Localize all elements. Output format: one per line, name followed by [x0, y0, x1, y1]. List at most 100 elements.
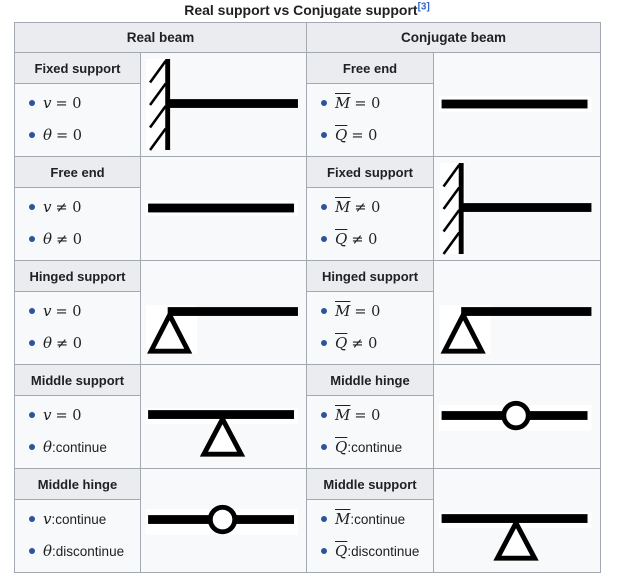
property-item: v= 0 — [29, 404, 140, 427]
property-item: v:continue — [29, 508, 140, 531]
math-relation: = 0 — [55, 408, 82, 424]
math-relation: ≠ 0 — [354, 200, 381, 216]
math-symbol: M — [335, 510, 351, 528]
middle-hinge-image[interactable] — [434, 369, 600, 464]
property-item: θ≠ 0 — [29, 332, 140, 355]
math-symbol: Q — [335, 230, 348, 248]
table-caption: Real support vs Conjugate support[3] — [14, 0, 600, 22]
property-text: :continue — [350, 512, 406, 527]
support-label: Hinged support — [14, 260, 141, 292]
property-item: Q≠ 0 — [321, 228, 433, 251]
support-properties: v:continue θ:discontinue — [14, 499, 141, 573]
math-symbol: M — [335, 406, 351, 424]
math-symbol: θ — [43, 334, 53, 352]
property-item: θ≠ 0 — [29, 228, 140, 251]
column-header-conjugate-beam: Conjugate beam — [306, 22, 602, 53]
property-item: M≠ 0 — [321, 196, 433, 219]
math-symbol: v — [43, 94, 52, 112]
math-symbol: M — [335, 94, 351, 112]
support-label: Free end — [14, 156, 141, 188]
property-item: v= 0 — [29, 92, 140, 115]
math-symbol: θ — [43, 230, 53, 248]
property-item: v= 0 — [29, 300, 140, 323]
support-comparison-table: Real beam Conjugate beam Fixed support F… — [13, 22, 602, 573]
property-item: M= 0 — [321, 300, 433, 323]
support-properties: M= 0 Q≠ 0 — [306, 291, 435, 365]
fixed-support-image[interactable] — [141, 57, 306, 152]
math-symbol: v — [43, 406, 52, 424]
free-end-beam-image[interactable] — [141, 161, 306, 256]
conjugate-diagram-cell — [433, 156, 602, 261]
math-relation: ≠ 0 — [351, 336, 378, 352]
support-label: Fixed support — [306, 156, 435, 188]
real-diagram-cell — [139, 468, 308, 573]
math-relation: = 0 — [55, 96, 82, 112]
math-relation: ≠ 0 — [56, 232, 83, 248]
support-properties: M:continue Q:discontinue — [306, 499, 435, 573]
property-item: M= 0 — [321, 92, 433, 115]
property-item: θ= 0 — [29, 124, 140, 147]
property-item: M= 0 — [321, 404, 433, 427]
hinged-support-image[interactable] — [434, 265, 600, 360]
math-relation: ≠ 0 — [351, 232, 378, 248]
math-relation: = 0 — [55, 304, 82, 320]
property-item: θ:continue — [29, 436, 140, 459]
middle-hinge-image[interactable] — [141, 473, 306, 568]
math-relation: = 0 — [56, 128, 83, 144]
support-properties: M= 0 Q:continue — [306, 395, 435, 469]
support-label: Hinged support — [306, 260, 435, 292]
math-relation: ≠ 0 — [55, 200, 82, 216]
property-item: v≠ 0 — [29, 196, 140, 219]
property-item: Q:discontinue — [321, 540, 433, 563]
reference-link[interactable]: [3] — [417, 1, 430, 13]
property-text: :continue — [52, 440, 107, 455]
property-item: Q= 0 — [321, 124, 433, 147]
math-relation: = 0 — [354, 304, 381, 320]
math-symbol: Q — [335, 334, 348, 352]
math-symbol: Q — [335, 126, 348, 144]
column-header-real-beam: Real beam — [13, 22, 308, 53]
support-properties: v= 0 θ≠ 0 — [14, 291, 141, 365]
math-symbol: θ — [43, 438, 53, 456]
property-text: :continue — [51, 512, 107, 527]
support-properties: v≠ 0 θ≠ 0 — [14, 187, 141, 261]
support-properties: v= 0 θ:continue — [14, 395, 141, 469]
math-symbol: M — [335, 198, 351, 216]
property-item: M:continue — [321, 508, 433, 531]
math-symbol: Q — [335, 542, 348, 560]
conjugate-diagram-cell — [433, 364, 602, 469]
property-text: :continue — [347, 440, 403, 455]
support-properties: v= 0 θ= 0 — [14, 83, 141, 157]
math-symbol: v — [43, 510, 52, 528]
table-caption-text: Real support vs Conjugate support — [184, 2, 418, 18]
real-diagram-cell — [139, 364, 308, 469]
math-relation: ≠ 0 — [56, 336, 83, 352]
fixed-support-image[interactable] — [434, 161, 600, 256]
conjugate-diagram-cell — [433, 468, 602, 573]
math-relation: = 0 — [351, 128, 378, 144]
math-relation: = 0 — [354, 96, 381, 112]
property-item: θ:discontinue — [29, 540, 140, 563]
conjugate-diagram-cell — [433, 52, 602, 157]
property-text: :discontinue — [52, 544, 125, 559]
math-symbol: v — [43, 198, 52, 216]
middle-support-image[interactable] — [141, 369, 306, 464]
support-label: Fixed support — [14, 52, 141, 84]
math-symbol: Q — [335, 438, 348, 456]
support-label: Middle hinge — [14, 468, 141, 500]
support-label: Free end — [306, 52, 435, 84]
hinged-support-image[interactable] — [141, 265, 306, 360]
support-label: Middle support — [14, 364, 141, 396]
conjugate-diagram-cell — [433, 260, 602, 365]
free-end-beam-image[interactable] — [434, 57, 600, 152]
property-item: Q:continue — [321, 436, 433, 459]
support-label: Middle support — [306, 468, 435, 500]
property-item: Q≠ 0 — [321, 332, 433, 355]
math-symbol: θ — [43, 542, 53, 560]
math-symbol: θ — [43, 126, 53, 144]
math-symbol: v — [43, 302, 52, 320]
support-properties: M= 0 Q= 0 — [306, 83, 435, 157]
middle-support-image[interactable] — [434, 473, 600, 568]
math-symbol: M — [335, 302, 351, 320]
real-diagram-cell — [139, 52, 308, 157]
